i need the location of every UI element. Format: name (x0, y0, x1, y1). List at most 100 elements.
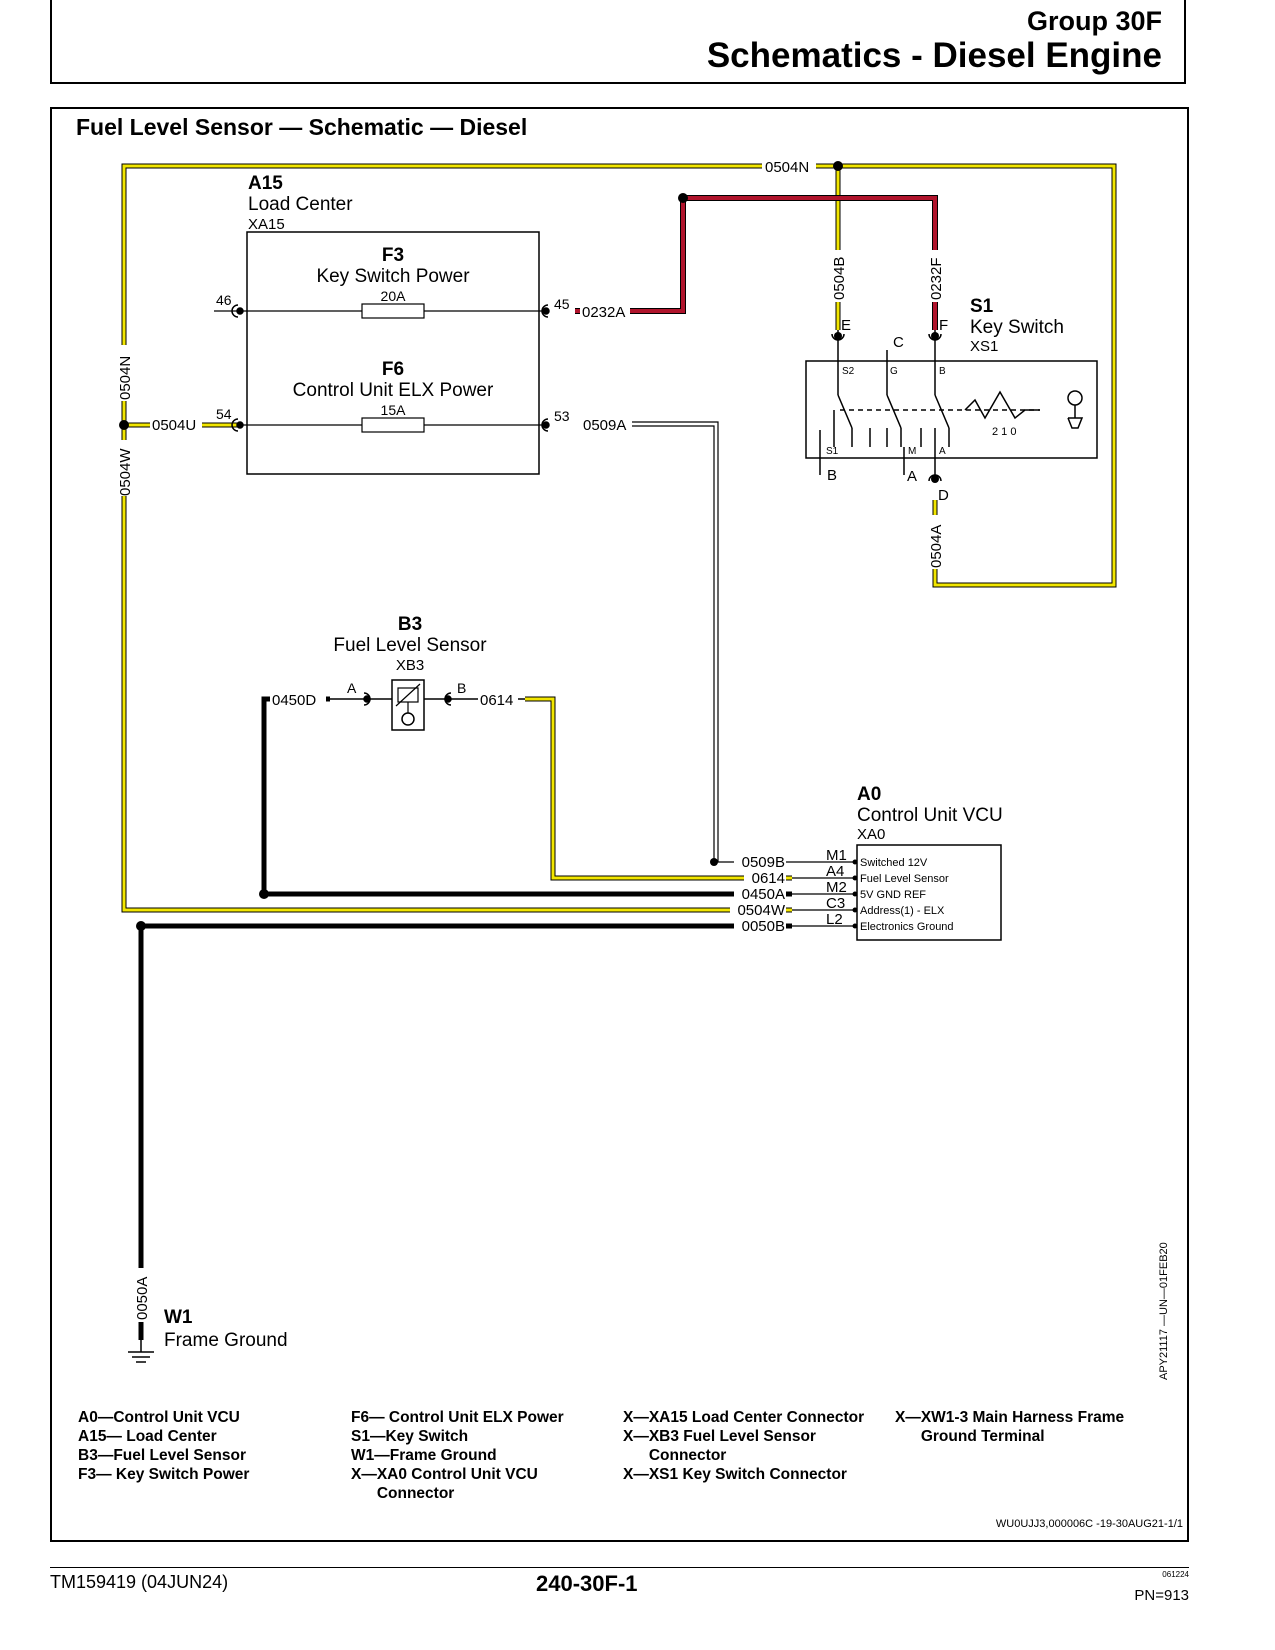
wire-0504W (121, 420, 792, 913)
legend-item: X—XB3 Fuel Level Sensor (623, 1428, 816, 1445)
a0-pin-a4: A4 (826, 863, 844, 880)
a15-id: A15 (248, 173, 283, 194)
legend-col-1: A0—Control Unit VCU A15— Load Center B3—… (78, 1408, 249, 1484)
w1-name: Frame Ground (164, 1330, 288, 1351)
b3-pin-a: A (347, 680, 357, 696)
s1-connector: XS1 (970, 338, 998, 355)
reference-code: WU0UJJ3,000006C -19-30AUG21-1/1 (995, 1518, 1183, 1530)
wire-label-0450A: 0450A (742, 886, 785, 903)
wire-label-0504B: 0504B (831, 257, 848, 300)
s1-inner-a: A (939, 446, 946, 457)
wire-0509A (632, 421, 792, 863)
page-number: 240-30F-1 (536, 1571, 638, 1596)
manual-number: TM159419 (04JUN24) (50, 1572, 229, 1592)
a0-label-m1: Switched 12V (860, 857, 928, 869)
f6-id: F6 (382, 359, 404, 380)
legend-item: A0—Control Unit VCU (78, 1409, 240, 1426)
legend-item: X—XA0 Control Unit VCU (351, 1466, 538, 1483)
f6-rating: 15A (381, 402, 407, 418)
wire-label-0614: 0614 (480, 692, 513, 709)
wire-label-0232F: 0232F (928, 257, 945, 300)
a0-pin-l2: L2 (826, 911, 843, 928)
legend-item: Ground Terminal (895, 1428, 1045, 1445)
wire-label-0614-vcu: 0614 (752, 870, 785, 887)
wire-label-0509A: 0509A (583, 417, 626, 434)
wire-label-0504N-vertical: 0504N (117, 356, 134, 400)
load-center-a15: A15 Load Center XA15 F3 Key Switch Power… (214, 173, 570, 475)
a0-label-l2: Electronics Ground (860, 921, 954, 933)
s1-id: S1 (970, 296, 994, 317)
s1-inner-s2: S2 (842, 366, 855, 377)
legend-col-2: F6— Control Unit ELX Power S1—Key Switch… (351, 1408, 564, 1503)
a0-label-a4: Fuel Level Sensor (860, 873, 949, 885)
s1-inner-s1: S1 (826, 446, 839, 457)
legend-item: S1—Key Switch (351, 1428, 469, 1445)
s1-term-e: E (841, 317, 851, 334)
b3-pin-b: B (457, 680, 466, 696)
s1-inner-m: M (908, 446, 916, 457)
legend-item: F6— Control Unit ELX Power (351, 1409, 564, 1426)
wire-labels: 0504N 0232A 0509A 0504U 0450D 0614 0504N… (116, 158, 945, 1322)
group-label: Group 30F (1026, 6, 1162, 36)
splice-dots (119, 161, 843, 931)
control-unit-a0: A0 Control Unit VCU XA0 M1 A4 M2 C3 L2 S… (730, 784, 1003, 941)
a0-name: Control Unit VCU (857, 805, 1003, 826)
header-box: Group 30F Schematics - Diesel Engine (50, 0, 1186, 84)
footer-rule (50, 1567, 1189, 1568)
wire-label-0050B: 0050B (742, 918, 785, 935)
s1-term-a: A (907, 468, 917, 485)
wire-label-0504N: 0504N (765, 159, 809, 176)
s1-term-d: D (938, 487, 949, 504)
b3-connector: XB3 (396, 657, 424, 674)
legend-col-3: X—XA15 Load Center Connector X—XB3 Fuel … (623, 1408, 864, 1484)
a15-connector: XA15 (248, 216, 285, 233)
wire-0614 (525, 696, 792, 881)
s1-term-f: F (939, 317, 948, 334)
wire-label-0504W-vertical: 0504W (117, 448, 134, 496)
f3-id: F3 (382, 245, 404, 266)
legend-item: X—XW1-3 Main Harness Frame (895, 1409, 1125, 1426)
wire-label-0504A: 0504A (928, 525, 945, 568)
a0-label-c3: Address(1) - ELX (860, 905, 945, 917)
s1-term-c: C (893, 334, 904, 351)
wire-label-0509B: 0509B (742, 854, 785, 871)
wire-label-0050A: 0050A (134, 1277, 151, 1320)
part-number: PN=913 (1134, 1587, 1189, 1604)
a0-pin-m1: M1 (826, 847, 847, 864)
diagram-frame (50, 107, 1189, 1542)
a0-connector: XA0 (857, 826, 885, 843)
frame-ground-w1: W1 Frame Ground (128, 1307, 288, 1363)
diagram-title: Fuel Level Sensor — Schematic — Diesel (76, 114, 528, 140)
s1-inner-b: B (939, 366, 946, 377)
wire-label-0450D: 0450D (272, 692, 316, 709)
wire-0050 (138, 923, 792, 1340)
s1-term-b: B (827, 467, 837, 484)
a15-name: Load Center (248, 194, 353, 215)
wire-0504N-loop (121, 163, 1117, 588)
legend-item: Connector (351, 1485, 455, 1502)
a0-label-m2: 5V GND REF (860, 889, 926, 901)
legend-item: B3—Fuel Level Sensor (78, 1447, 246, 1464)
fuse-f3-symbol (361, 303, 425, 319)
a0-pin-c3: C3 (826, 895, 845, 912)
legend-item: X—XA15 Load Center Connector (623, 1409, 865, 1426)
wire-label-0504U: 0504U (152, 417, 196, 434)
w1-id: W1 (164, 1307, 193, 1328)
f6-pin-out: 53 (554, 408, 570, 424)
a0-id: A0 (857, 784, 881, 805)
footer-code: 061224 (1162, 1570, 1189, 1579)
s1-name: Key Switch (970, 317, 1064, 338)
f6-pin-in: 54 (216, 406, 232, 422)
legend-item: W1—Frame Ground (351, 1447, 497, 1464)
f3-rating: 20A (381, 288, 407, 304)
wire-label-0232A: 0232A (582, 304, 625, 321)
key-switch-s1: S1 Key Switch XS1 E C F B A D S2 G B S1 … (805, 296, 1098, 504)
legend-item: A15— Load Center (78, 1428, 217, 1445)
fuse-f6-symbol (361, 417, 425, 433)
legend-item: X—XS1 Key Switch Connector (623, 1466, 847, 1483)
f3-pin-out: 45 (554, 296, 570, 312)
f3-name: Key Switch Power (316, 266, 470, 287)
section-title: Schematics - Diesel Engine (706, 36, 1162, 75)
f3-pin-in: 46 (216, 292, 232, 308)
